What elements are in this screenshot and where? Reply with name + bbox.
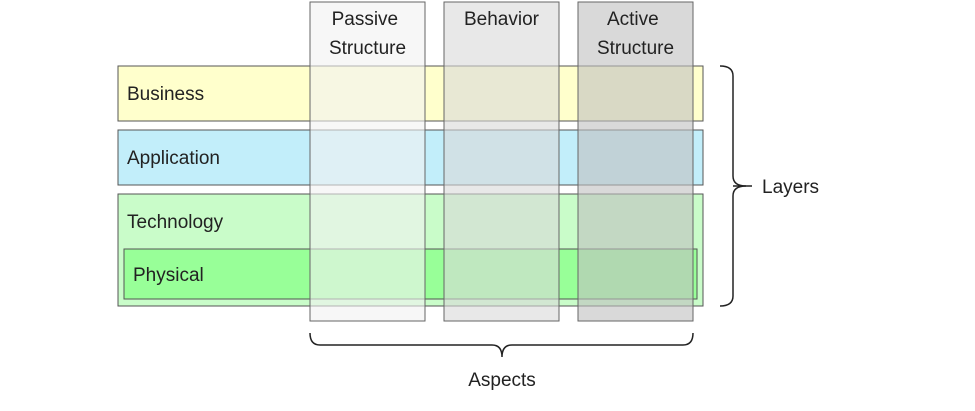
aspect-behavior-column [443,1,560,322]
aspects-label: Aspects [468,370,536,391]
layer-business-label: Business [127,84,204,105]
aspects-brace [309,332,694,358]
aspect-active-structure-label: Active Structure [597,9,674,59]
layer-labels: Business Application Technology Physical [127,84,224,286]
layer-application-label: Application [127,148,220,169]
aspect-active-structure-column [577,1,694,322]
layer-physical-label: Physical [133,265,204,286]
layers-label: Layers [762,177,819,198]
aspect-labels: Passive Structure Behavior Active Struct… [329,9,674,59]
aspect-passive-structure-column [309,1,426,322]
aspect-behavior-label: Behavior [464,9,540,30]
aspect-passive-structure-label: Passive Structure [329,9,406,59]
layer-technology-label: Technology [127,212,224,233]
aspect-columns [309,1,694,322]
